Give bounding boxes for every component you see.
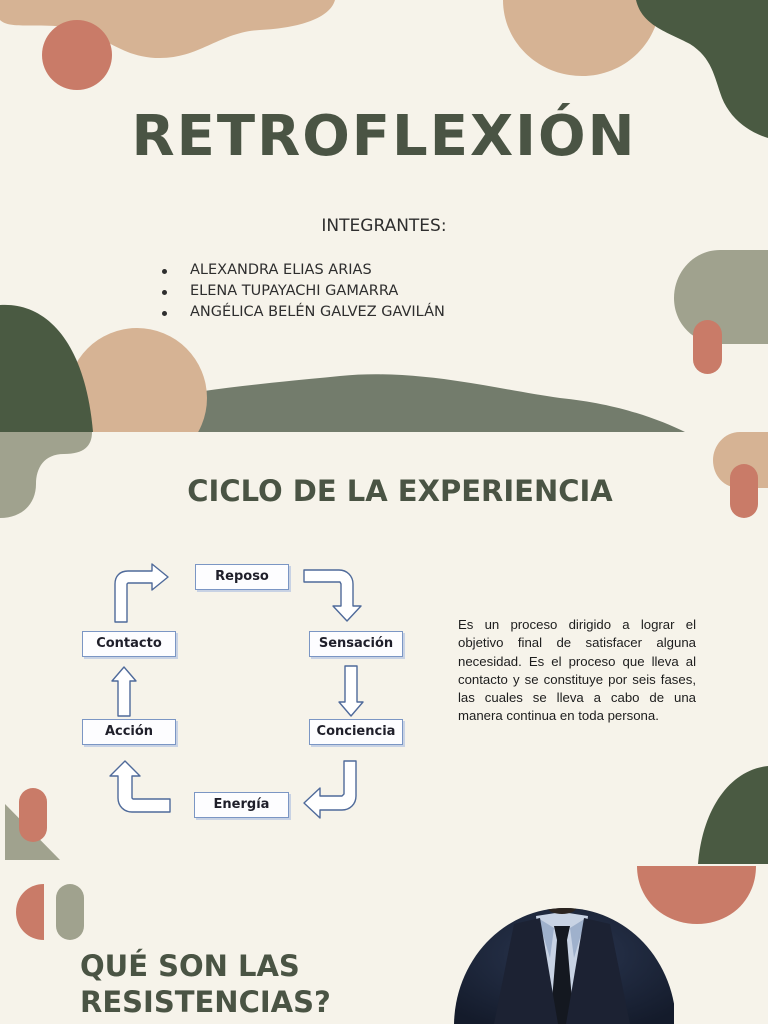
sage-pill-left [56, 884, 84, 940]
dark-green-mound-left [0, 304, 93, 432]
terracotta-pill-left [19, 788, 47, 842]
arrow-reposo-to-sensacion [303, 569, 362, 622]
tan-half-circle-top [503, 0, 660, 76]
cycle-step-accion: Acción [82, 719, 176, 745]
terracotta-pill-right [693, 320, 722, 374]
cycle-step-contacto: Contacto [82, 631, 176, 657]
member-name: ANGÉLICA BELÉN GALVEZ GAVILÁN [190, 304, 445, 320]
cycle-step-conciencia: Conciencia [309, 719, 403, 745]
dark-green-arc-right [698, 766, 768, 864]
list-item: ELENA TUPAYACHI GAMARRA [162, 281, 445, 302]
list-item: ALEXANDRA ELIAS ARIAS [162, 260, 445, 281]
terracotta-pill-right [730, 464, 758, 518]
arrow-energia-to-accion [109, 760, 171, 813]
members-label: INTEGRANTES: [321, 216, 447, 236]
arrow-conciencia-to-energia [303, 760, 357, 819]
member-name: ELENA TUPAYACHI GAMARRA [190, 283, 399, 299]
members-list: ALEXANDRA ELIAS ARIAS ELENA TUPAYACHI GA… [162, 260, 445, 323]
decorative-shapes [0, 0, 768, 432]
person-suit-photo [454, 908, 674, 1024]
member-name: ALEXANDRA ELIAS ARIAS [190, 262, 372, 278]
bullet-icon [162, 269, 167, 274]
cycle-arrows [109, 563, 364, 819]
section-title: CICLO DE LA EXPERIENCIA [187, 474, 613, 508]
cycle-step-reposo: Reposo [195, 564, 289, 590]
slide-cycle: CICLO DE LA EXPERIENCIA Reposo Sensación… [0, 432, 768, 1024]
terracotta-half-circle [637, 866, 756, 924]
bullet-icon [162, 311, 167, 316]
question-heading: QUÉ SON LAS RESISTENCIAS? [80, 949, 331, 1019]
terracotta-half-circle-left [16, 884, 44, 940]
sage-pill-right [674, 250, 768, 344]
sage-wave-bottom [150, 374, 685, 432]
dark-green-blob-top-right [636, 0, 768, 138]
arrow-contacto-to-reposo [114, 563, 169, 623]
bullet-icon [162, 290, 167, 295]
list-item: ANGÉLICA BELÉN GALVEZ GAVILÁN [162, 302, 445, 323]
terracotta-circle [42, 20, 112, 90]
tan-blob-top-left [0, 0, 335, 58]
slide-title: RETROFLEXIÓN INTEGRANTES: ALEXANDRA ELIA… [0, 0, 768, 432]
cycle-step-energia: Energía [194, 792, 289, 818]
arrow-accion-to-contacto [111, 666, 137, 717]
decorative-shapes [0, 432, 768, 940]
cycle-step-sensacion: Sensación [309, 631, 403, 657]
tan-circle-left [67, 328, 207, 432]
presentation-title: RETROFLEXIÓN [131, 104, 637, 169]
arrow-sensacion-to-conciencia [338, 665, 364, 717]
cycle-description: Es un proceso dirigido a lograr el objet… [458, 617, 696, 724]
sage-blob-top-left [0, 432, 92, 518]
